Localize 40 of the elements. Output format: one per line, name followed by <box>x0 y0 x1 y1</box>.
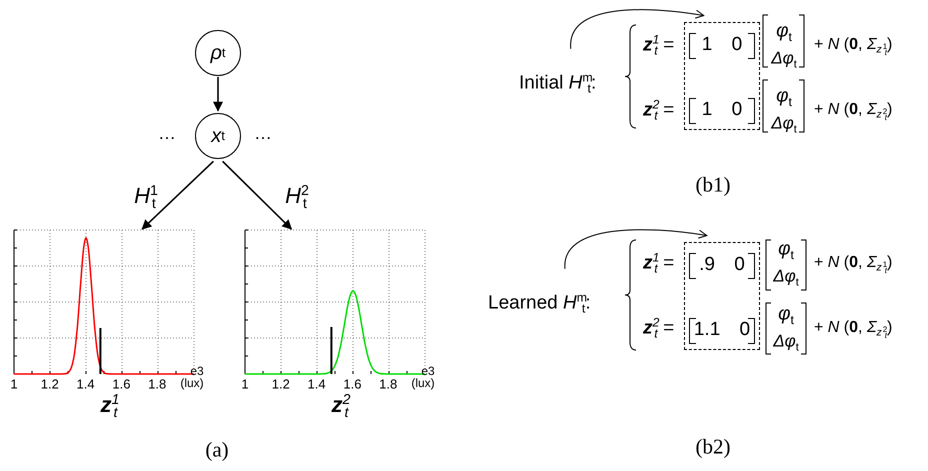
row-matrix: .9 0 <box>689 253 755 279</box>
vector-entry: φ$_{t}$ <box>778 240 794 258</box>
axis-unit-label: (lux) <box>411 377 435 389</box>
arrow <box>564 229 708 270</box>
row-matrix: 1.1 0 <box>689 318 755 344</box>
ellipsis: … <box>254 124 272 142</box>
ellipsis: … <box>158 124 176 142</box>
vector-entry: φ$_{t}$ <box>778 304 794 324</box>
tick-label: 1.2 <box>40 378 59 390</box>
tick-label: 1.8 <box>379 378 398 390</box>
tick-label: 1 <box>10 378 18 390</box>
arrow <box>570 9 704 50</box>
formula-label: Learned H$^{m}$$_{t}$: <box>488 294 591 312</box>
axis-unit-label: (lux) <box>180 377 204 389</box>
panel-caption: (a) <box>205 440 229 460</box>
vector-entry: Δφ$_{t}$ <box>773 332 799 350</box>
vector-entry: Δφ$_{t}$ <box>773 268 799 284</box>
axis-unit-label: e3 <box>421 365 435 377</box>
tick-label: 1.2 <box>272 378 290 390</box>
panel-caption: (b2) <box>696 436 730 458</box>
tick-label: 1.4 <box>76 378 95 390</box>
dashed-box <box>684 242 760 350</box>
tick-label: 1.6 <box>343 378 362 390</box>
row-matrix: 1 0 <box>689 33 755 59</box>
formula-label: Initial H$^{m}$$_{t}$: <box>519 74 596 92</box>
arrow <box>222 160 292 230</box>
vector-entry: φ$_{t}$ <box>776 22 792 40</box>
vector-entry: φ$_{t}$ <box>776 86 792 106</box>
tick-label: 1 <box>241 378 249 390</box>
arrow <box>213 76 223 112</box>
tick-label: 1.8 <box>148 378 166 390</box>
vector-entry: Δφ$_{t}$ <box>771 114 797 132</box>
vector-entry: Δφ$_{t}$ <box>771 50 797 66</box>
row-matrix: 1 0 <box>689 98 755 124</box>
dashed-box <box>684 22 760 130</box>
tick-label: 1.4 <box>308 378 326 390</box>
axis-unit-label: e3 <box>190 365 204 377</box>
arrow <box>141 160 214 230</box>
panel-caption: (b1) <box>696 174 730 196</box>
tick-label: 1.6 <box>112 378 130 390</box>
